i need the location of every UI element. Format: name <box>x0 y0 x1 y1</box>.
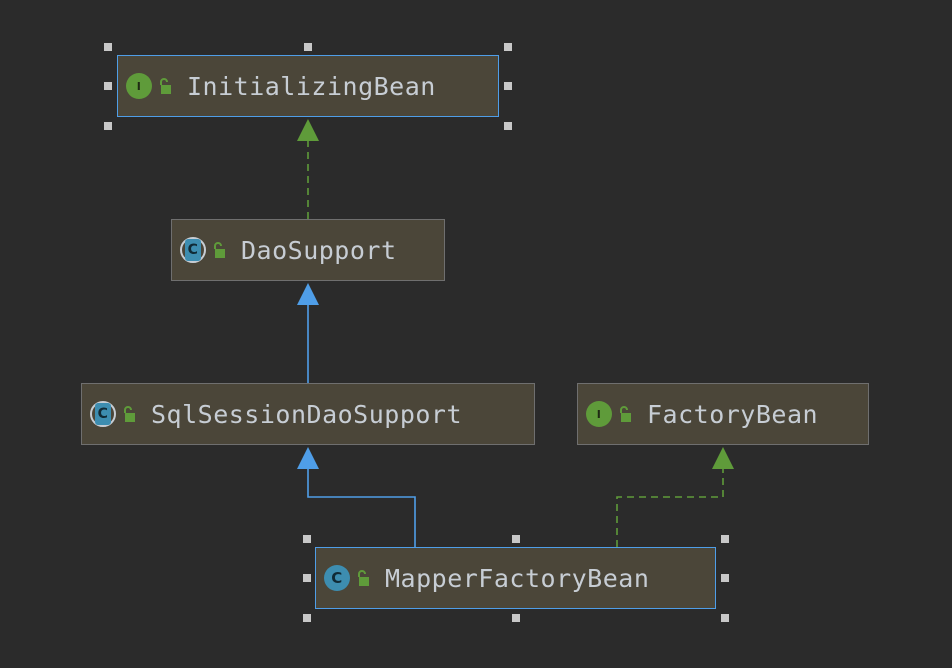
resize-handle[interactable] <box>504 82 512 90</box>
resize-handle[interactable] <box>504 43 512 51</box>
unlocked-icon <box>160 78 171 94</box>
class-letter: C <box>185 239 201 261</box>
unlocked-icon <box>358 570 369 586</box>
node-label: DaoSupport <box>241 235 397 265</box>
resize-handle[interactable] <box>303 574 311 582</box>
node-sql-session-dao-support[interactable]: C SqlSessionDaoSupport <box>81 383 535 445</box>
edge-implements-initializing-bean <box>297 119 319 219</box>
node-dao-support[interactable]: C DaoSupport <box>171 219 445 281</box>
node-label: InitializingBean <box>187 71 436 101</box>
node-initializing-bean[interactable]: I InitializingBean <box>117 55 499 117</box>
resize-handle[interactable] <box>303 535 311 543</box>
node-label: MapperFactoryBean <box>385 563 650 593</box>
resize-handle[interactable] <box>512 614 520 622</box>
class-icon: C <box>324 565 350 591</box>
unlocked-icon <box>214 242 225 258</box>
resize-handle[interactable] <box>104 43 112 51</box>
resize-handle[interactable] <box>104 122 112 130</box>
resize-handle[interactable] <box>512 535 520 543</box>
resize-handle[interactable] <box>721 574 729 582</box>
node-label: SqlSessionDaoSupport <box>151 399 463 429</box>
unlocked-icon <box>620 406 631 422</box>
interface-icon: I <box>126 73 152 99</box>
resize-handle[interactable] <box>721 614 729 622</box>
unlocked-icon <box>124 406 135 422</box>
node-label: FactoryBean <box>647 399 819 429</box>
abstract-class-icon: C <box>90 401 116 427</box>
edge-implements-factory-bean <box>616 447 734 547</box>
node-factory-bean[interactable]: I FactoryBean <box>577 383 869 445</box>
resize-handle[interactable] <box>721 535 729 543</box>
resize-handle[interactable] <box>104 82 112 90</box>
interface-icon: I <box>586 401 612 427</box>
resize-handle[interactable] <box>303 614 311 622</box>
resize-handle[interactable] <box>504 122 512 130</box>
edge-extends-sql-session-dao-support <box>297 447 416 547</box>
node-mapper-factory-bean[interactable]: C MapperFactoryBean <box>315 547 716 609</box>
edge-extends-dao-support <box>297 283 319 383</box>
abstract-class-icon: C <box>180 237 206 263</box>
class-letter: C <box>95 403 111 425</box>
resize-handle[interactable] <box>304 43 312 51</box>
